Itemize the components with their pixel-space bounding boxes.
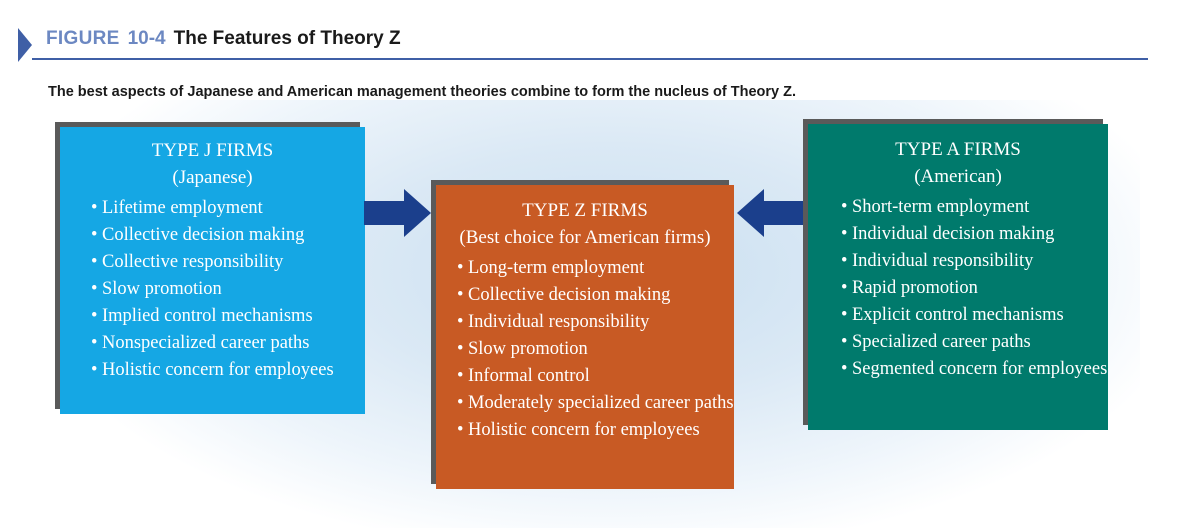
list-item: •Slow promotion — [452, 336, 734, 363]
type-j-list: •Lifetime employment•Collective decision… — [86, 195, 365, 384]
list-item-text: Holistic concern for employees — [468, 420, 700, 440]
list-item-text: Explicit control mechanisms — [852, 305, 1064, 325]
list-item-text: Rapid promotion — [852, 278, 978, 298]
bullet-icon: • — [91, 225, 98, 245]
list-item: •Rapid promotion — [836, 275, 1108, 302]
list-item-text: Specialized career paths — [852, 332, 1031, 352]
bullet-icon: • — [91, 279, 98, 299]
list-item-text: Nonspecialized career paths — [102, 333, 310, 353]
bullet-icon: • — [841, 278, 848, 298]
figure-number: 10-4 — [127, 28, 166, 49]
bullet-icon: • — [457, 420, 464, 440]
list-item: •Nonspecialized career paths — [86, 330, 365, 357]
list-item: •Holistic concern for employees — [452, 417, 734, 444]
list-item: •Informal control — [452, 363, 734, 390]
bullet-icon: • — [841, 224, 848, 244]
bullet-icon: • — [457, 393, 464, 413]
bullet-icon: • — [91, 252, 98, 272]
list-item-text: Implied control mechanisms — [102, 306, 313, 326]
type-a-subtitle: (American) — [914, 166, 1002, 187]
arrow-right-icon — [364, 189, 431, 237]
figure-header: FIGURE 10-4 The Features of Theory Z — [18, 22, 1148, 62]
bullet-icon: • — [91, 360, 98, 380]
list-item: •Individual responsibility — [836, 248, 1108, 275]
bullet-icon: • — [841, 359, 848, 379]
list-item: •Implied control mechanisms — [86, 303, 365, 330]
bullet-icon: • — [91, 306, 98, 326]
list-item-text: Collective decision making — [468, 285, 671, 305]
list-item: •Slow promotion — [86, 276, 365, 303]
figure-name: The Features of Theory Z — [173, 28, 401, 49]
figure-title: FIGURE 10-4 The Features of Theory Z — [46, 28, 401, 50]
list-item-text: Individual responsibility — [468, 312, 650, 332]
list-item: •Short-term employment — [836, 194, 1108, 221]
list-item: •Explicit control mechanisms — [836, 302, 1108, 329]
arrow-left-shape — [737, 189, 804, 237]
list-item: •Holistic concern for employees — [86, 357, 365, 384]
list-item: •Moderately specialized career paths — [452, 390, 734, 417]
list-item: •Collective decision making — [452, 282, 734, 309]
type-z-title: TYPE Z FIRMS — [522, 200, 648, 221]
list-item: •Collective responsibility — [86, 249, 365, 276]
figure-caption: The best aspects of Japanese and America… — [48, 84, 797, 100]
list-item-text: Slow promotion — [468, 339, 588, 359]
bullet-icon: • — [841, 197, 848, 217]
list-item-text: Slow promotion — [102, 279, 222, 299]
bullet-icon: • — [91, 198, 98, 218]
list-item-text: Holistic concern for employees — [102, 360, 334, 380]
list-item-text: Individual decision making — [852, 224, 1055, 244]
bullet-icon: • — [457, 312, 464, 332]
bullet-icon: • — [841, 251, 848, 271]
type-j-box: TYPE J FIRMS (Japanese) •Lifetime employ… — [60, 127, 365, 414]
bullet-icon: • — [91, 333, 98, 353]
list-item-text: Segmented concern for employees — [852, 359, 1108, 379]
type-z-box: TYPE Z FIRMS (Best choice for American f… — [436, 185, 734, 489]
list-item-text: Informal control — [468, 366, 590, 386]
list-item: •Lifetime employment — [86, 195, 365, 222]
bullet-icon: • — [457, 366, 464, 386]
list-item: •Long-term employment — [452, 255, 734, 282]
list-item-text: Long-term employment — [468, 258, 645, 278]
list-item: •Individual responsibility — [452, 309, 734, 336]
list-item-text: Moderately specialized career paths — [468, 393, 734, 413]
list-item: •Individual decision making — [836, 221, 1108, 248]
list-item: •Segmented concern for employees — [836, 356, 1108, 383]
bullet-icon: • — [457, 285, 464, 305]
list-item-text: Collective decision making — [102, 225, 305, 245]
arrow-left-icon — [737, 189, 804, 237]
list-item-text: Individual responsibility — [852, 251, 1034, 271]
bullet-icon: • — [841, 305, 848, 325]
type-z-list: •Long-term employment•Collective decisio… — [452, 255, 734, 444]
type-a-list: •Short-term employment•Individual decisi… — [836, 194, 1108, 383]
bullet-icon: • — [841, 332, 848, 352]
list-item-text: Lifetime employment — [102, 198, 263, 218]
figure-marker-icon — [18, 28, 32, 62]
header-rule — [32, 58, 1148, 60]
type-j-subtitle: (Japanese) — [172, 167, 253, 188]
type-j-title: TYPE J FIRMS — [151, 140, 274, 161]
list-item: •Collective decision making — [86, 222, 365, 249]
figure-label: FIGURE — [46, 28, 120, 49]
arrow-right-shape — [364, 189, 431, 237]
type-a-box: TYPE A FIRMS (American) •Short-term empl… — [808, 124, 1108, 430]
list-item-text: Short-term employment — [852, 197, 1030, 217]
type-a-title: TYPE A FIRMS — [895, 139, 1021, 160]
bullet-icon: • — [457, 339, 464, 359]
type-z-subtitle: (Best choice for American firms) — [459, 227, 711, 248]
bullet-icon: • — [457, 258, 464, 278]
list-item-text: Collective responsibility — [102, 252, 284, 272]
list-item: •Specialized career paths — [836, 329, 1108, 356]
